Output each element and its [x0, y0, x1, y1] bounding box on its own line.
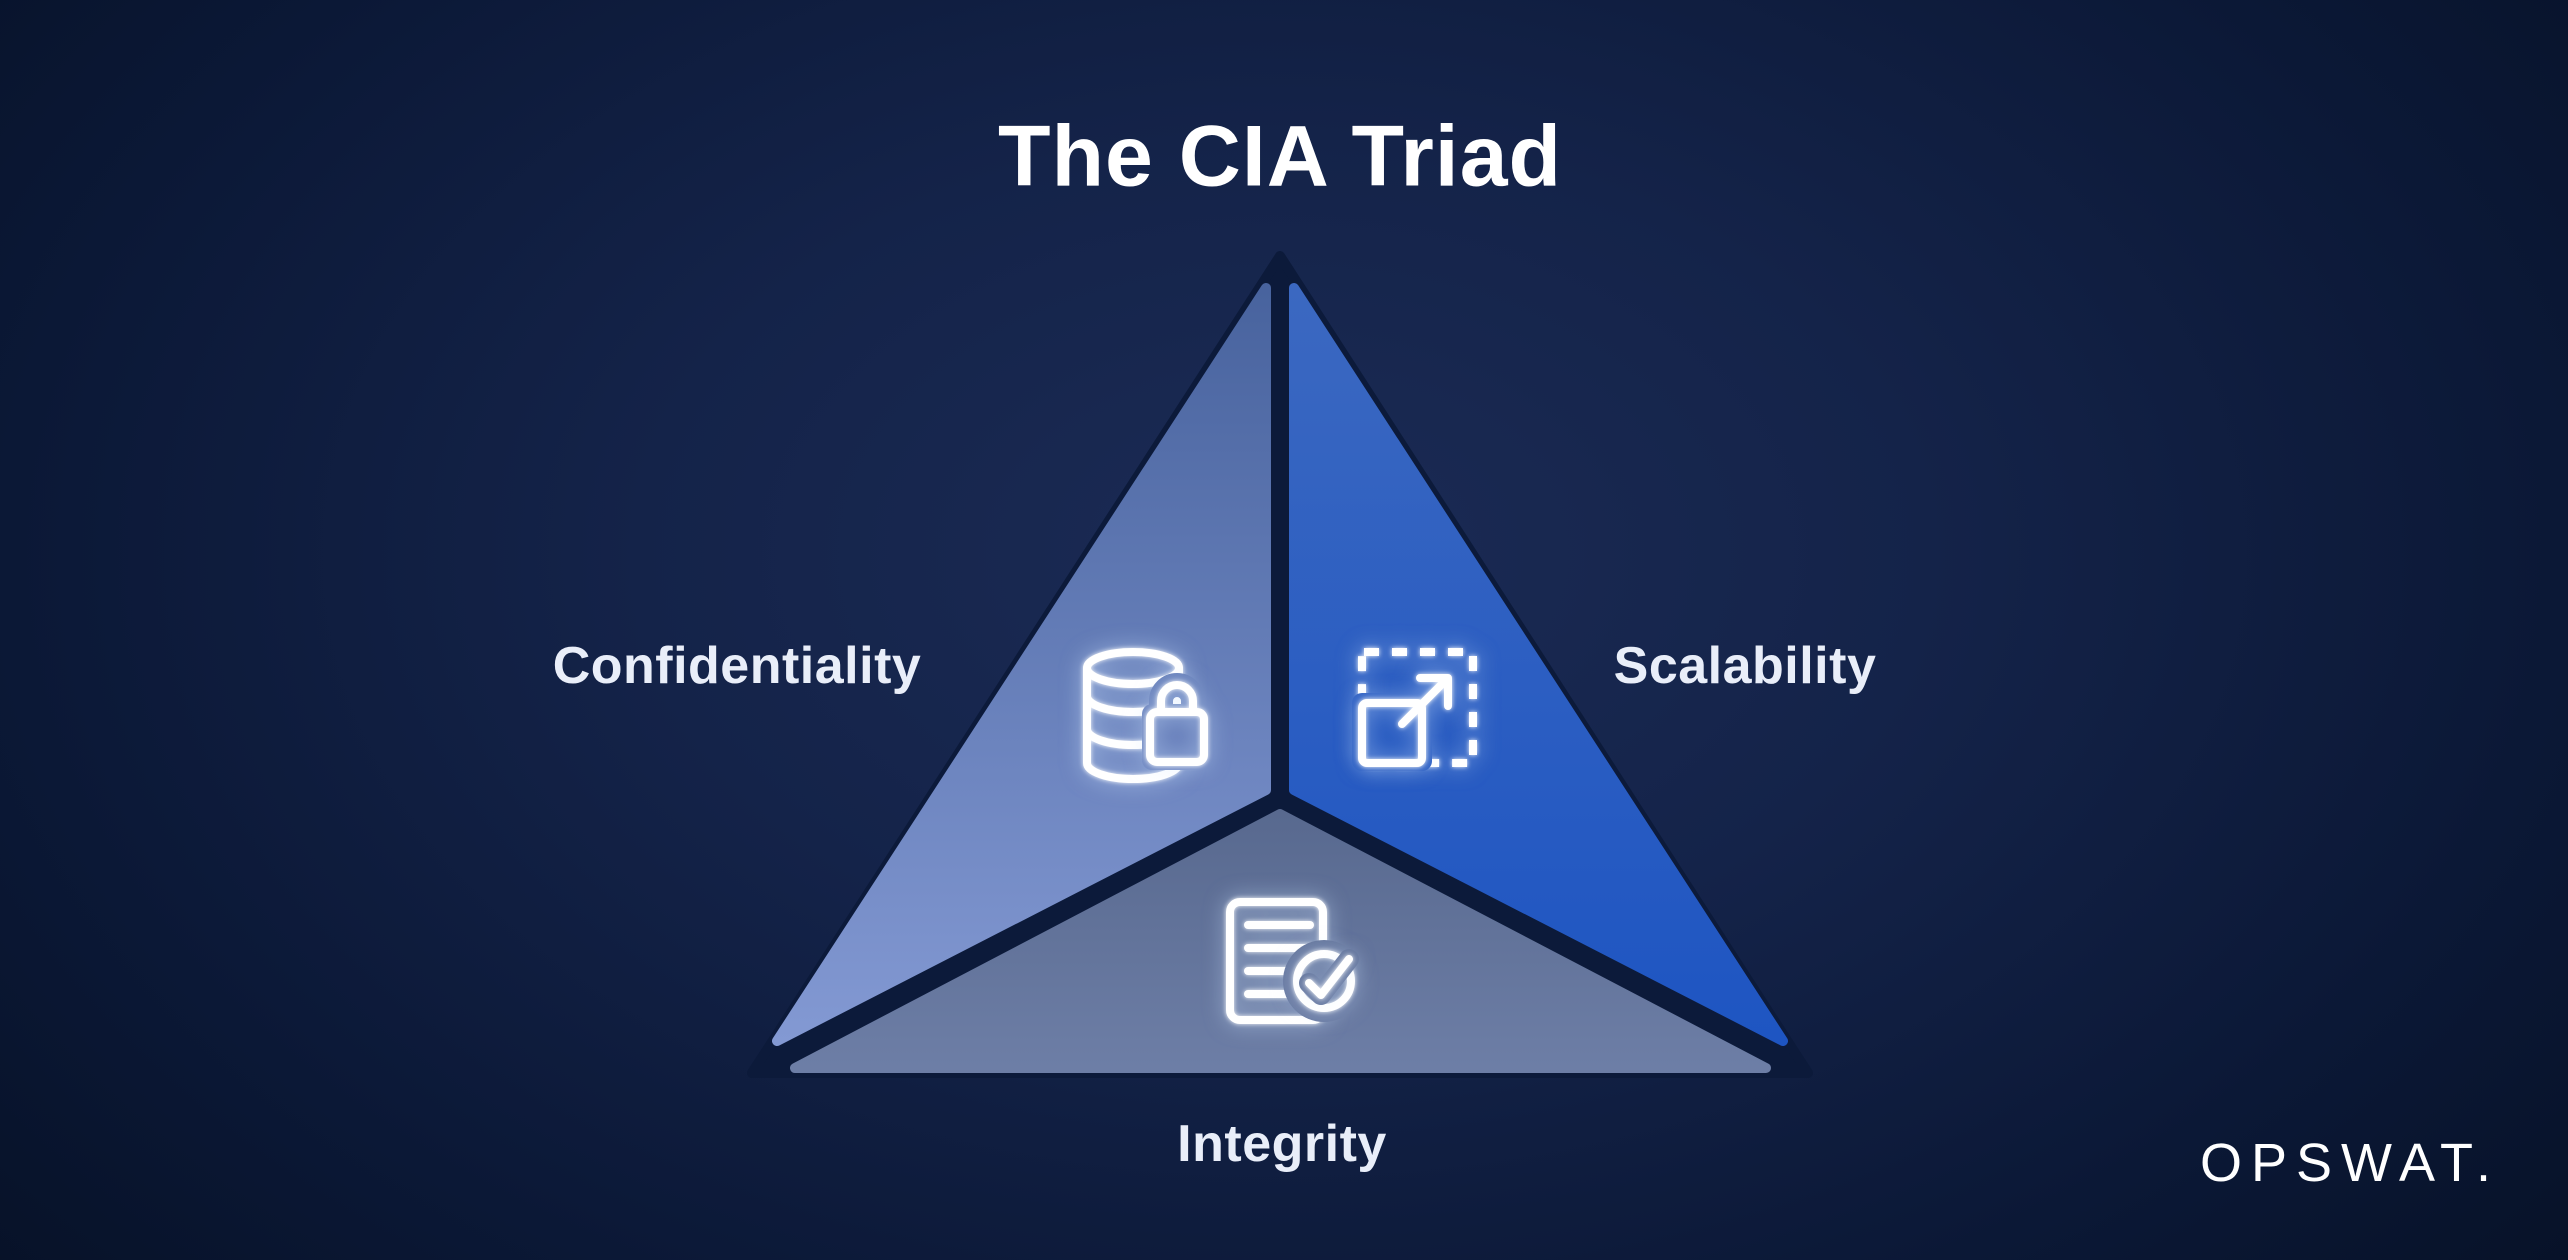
integrity-segment: [790, 809, 1771, 1073]
checkmark-icon: [1305, 955, 1353, 999]
opswat-logo: OPSWAT.: [2199, 1133, 2501, 1193]
scalability-segment: [1289, 283, 1788, 1046]
confidentiality-segment: [772, 283, 1271, 1046]
document-check-icon: [1226, 898, 1365, 1024]
integrity-label: Integrity: [1177, 1115, 1387, 1173]
check-circle-icon: [1293, 950, 1355, 1012]
scalability-label: Scalability: [1613, 637, 1877, 695]
confidentiality-label: Confidentiality: [552, 637, 922, 695]
database-lock-icon: [1083, 648, 1212, 783]
padlock-icon: [1146, 681, 1208, 766]
expand-scale-icon: [1352, 648, 1477, 771]
page-title: The CIA Triad: [997, 108, 1563, 205]
